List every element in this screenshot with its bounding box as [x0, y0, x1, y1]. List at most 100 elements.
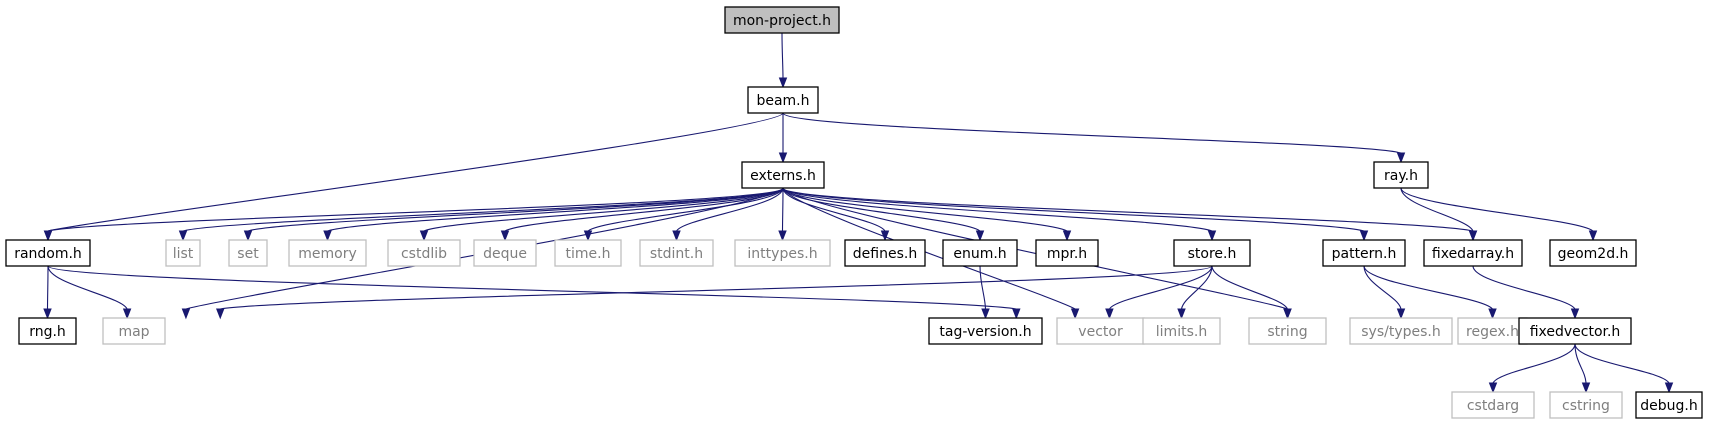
node-deque: deque: [473, 239, 537, 267]
edge-beam-to-ray: [782, 112, 1406, 164]
node-mpr[interactable]: mpr.h: [1035, 239, 1099, 267]
node-label: enum.h: [953, 246, 1006, 262]
node-list: list: [165, 239, 201, 267]
edge-externs-to-inttypes: [778, 187, 787, 242]
edge-enum-to-tag-version: [979, 265, 990, 320]
node-box: [942, 239, 1018, 267]
node-label: limits.h: [1156, 324, 1207, 340]
node-random[interactable]: random.h: [5, 239, 91, 267]
node-box: [1423, 239, 1523, 267]
arrowhead: [1012, 308, 1021, 320]
arrowhead: [181, 308, 191, 320]
node-defines[interactable]: defines.h: [844, 239, 926, 267]
edge-externs-to-mpr: [782, 187, 1072, 242]
edge-line: [47, 265, 128, 310]
node-label: debug.h: [1640, 398, 1697, 414]
edge-random-to-rng: [43, 265, 52, 320]
arrowhead: [178, 230, 188, 242]
arrowhead: [1396, 308, 1406, 320]
node-store[interactable]: store.h: [1173, 239, 1251, 267]
edge-fixedvector-to-debug: [1574, 343, 1674, 394]
node-label: geom2d.h: [1558, 246, 1629, 262]
arrowhead: [672, 230, 681, 242]
node-geom2d[interactable]: geom2d.h: [1549, 239, 1637, 267]
arrowhead: [1664, 382, 1674, 394]
arrowhead: [1177, 308, 1186, 320]
edge-line: [327, 187, 784, 232]
node-box: [473, 239, 537, 267]
arrowhead: [43, 230, 53, 242]
arrowhead: [1105, 308, 1114, 320]
node-mon-project[interactable]: mon-project.h: [724, 6, 840, 34]
edge-store-to-string: [1211, 265, 1292, 320]
node-label: mon-project.h: [733, 13, 831, 29]
edge-line: [220, 265, 1213, 310]
edge-line: [1472, 265, 1576, 310]
arrowhead: [243, 230, 253, 242]
edge-line: [423, 187, 784, 232]
node-debug[interactable]: debug.h: [1635, 391, 1703, 419]
node-box: [288, 239, 367, 267]
node-label: set: [237, 246, 259, 262]
edge-mon-project-to-beam: [778, 32, 788, 89]
node-label: time.h: [566, 246, 611, 262]
node-box: [1518, 317, 1632, 345]
node-box: [639, 239, 714, 267]
arrowhead: [216, 308, 225, 320]
edge-externs-to-memory: [323, 187, 784, 242]
edge-line: [676, 187, 784, 232]
node-pattern[interactable]: pattern.h: [1322, 239, 1406, 267]
edge-line: [782, 187, 1288, 310]
node-label: defines.h: [853, 246, 917, 262]
edge-line: [47, 187, 784, 232]
edge-line: [47, 265, 1017, 310]
arrowhead: [1588, 230, 1598, 242]
edge-externs-to-set: [243, 187, 784, 242]
node-fixedvector[interactable]: fixedvector.h: [1518, 317, 1632, 345]
node-box: [1142, 317, 1221, 345]
edge-externs-to-stdint: [672, 187, 784, 242]
node-box: [928, 317, 1043, 345]
arrowhead: [1062, 230, 1072, 242]
edge-line: [782, 187, 1068, 232]
node-cstring: cstring: [1549, 391, 1623, 419]
edge-random-to-map: [47, 265, 132, 320]
node-label: cstring: [1562, 398, 1610, 414]
edge-fixedarray-to-fixedvector: [1472, 265, 1580, 320]
node-rng[interactable]: rng.h: [18, 317, 77, 345]
node-label: memory: [298, 246, 357, 262]
node-fixedarray[interactable]: fixedarray.h: [1423, 239, 1523, 267]
arrowhead: [778, 152, 788, 164]
arrowhead: [1070, 308, 1080, 320]
node-enum[interactable]: enum.h: [942, 239, 1018, 267]
edge-line: [1180, 265, 1213, 310]
node-memory: memory: [288, 239, 367, 267]
node-label: random.h: [14, 246, 82, 262]
arrowhead: [778, 230, 787, 242]
edge-fixedvector-to-cstring: [1574, 343, 1591, 394]
node-beam[interactable]: beam.h: [747, 86, 819, 114]
node-label: stdint.h: [650, 246, 703, 262]
node-label: beam.h: [756, 93, 809, 109]
arrowhead: [1581, 382, 1591, 394]
edge-line: [782, 187, 1365, 232]
edge-line: [1492, 343, 1576, 384]
edge-line: [247, 187, 784, 232]
edge-line: [782, 187, 1213, 232]
edge-line: [979, 265, 987, 310]
node-box: [1373, 161, 1429, 189]
node-label: fixedarray.h: [1432, 246, 1514, 262]
node-label: string: [1267, 324, 1307, 340]
node-box: [228, 239, 268, 267]
node-externs[interactable]: externs.h: [741, 161, 825, 189]
edge-pattern-to-systypes: [1363, 265, 1406, 320]
node-label: mpr.h: [1047, 246, 1087, 262]
node-box: [1549, 239, 1637, 267]
node-ray[interactable]: ray.h: [1373, 161, 1429, 189]
arrowhead: [1396, 152, 1406, 164]
node-tag-version[interactable]: tag-version.h: [928, 317, 1043, 345]
edge-externs-to-cstdlib: [419, 187, 784, 242]
node-box: [1451, 391, 1535, 419]
node-label: cstdarg: [1467, 398, 1519, 414]
arrowhead: [323, 230, 332, 242]
